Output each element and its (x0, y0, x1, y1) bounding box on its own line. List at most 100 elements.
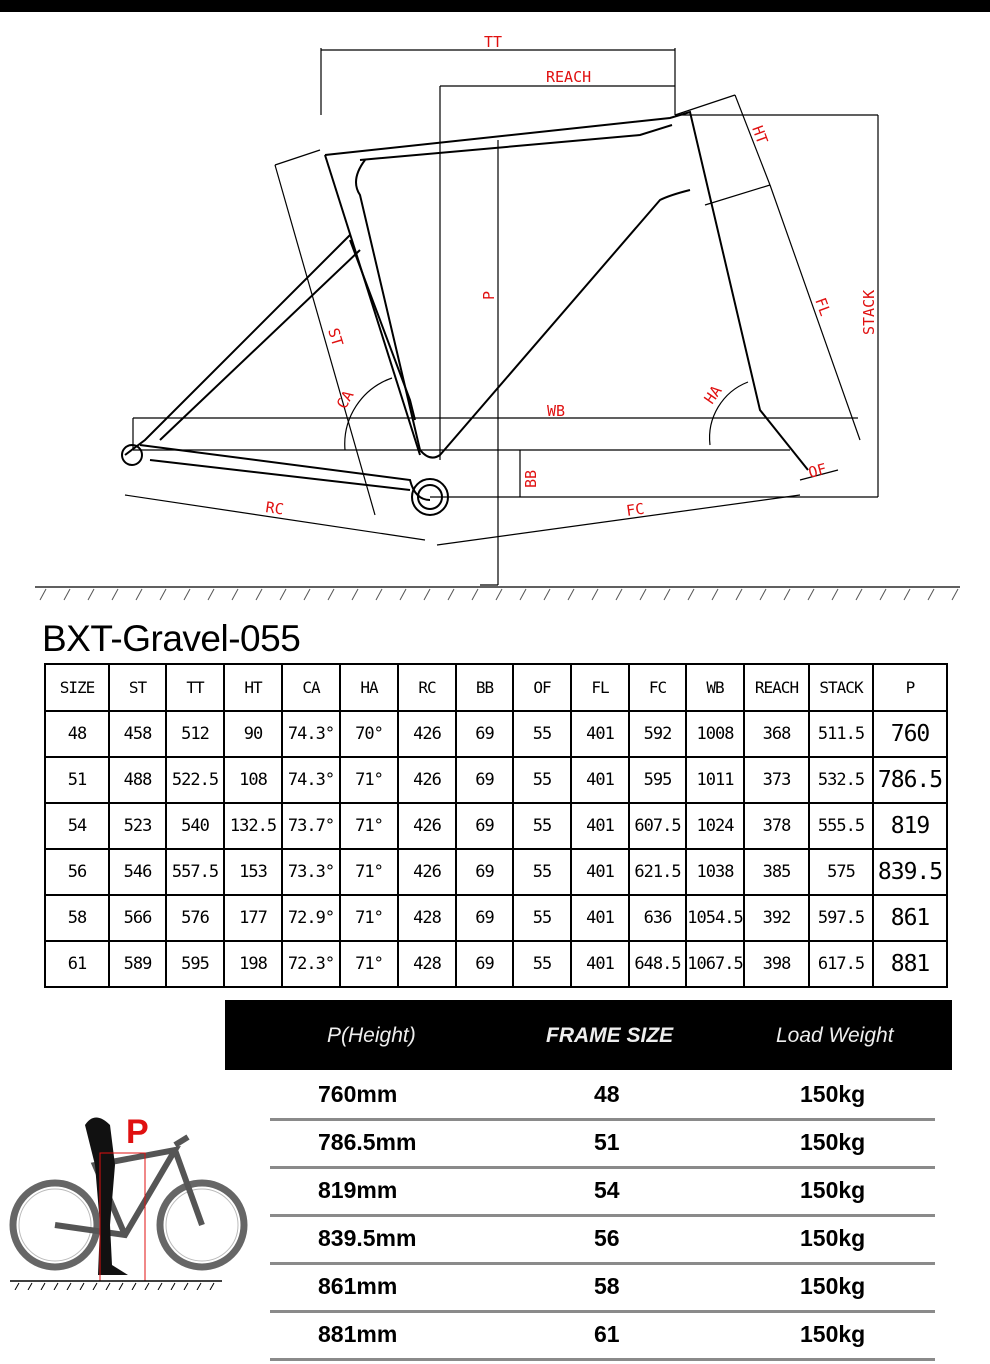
table-cell: 72.9° (281, 894, 341, 942)
table-cell: 69 (455, 802, 514, 850)
table-cell: 458 (108, 710, 167, 758)
ground-hatch (53, 1282, 59, 1290)
model-title: BXT-Gravel-055 (42, 618, 301, 659)
table-cell: 51 (44, 756, 110, 804)
cell-frame-size: 58 (594, 1273, 620, 1299)
ground-hatch (183, 588, 191, 601)
cell-height: 881mm (318, 1321, 398, 1347)
column-header: FL (570, 663, 630, 712)
column-header: P (872, 663, 948, 712)
table-cell: 532.5 (808, 756, 874, 804)
label-ca: CA (333, 387, 358, 412)
table-cell: 760 (872, 710, 948, 758)
ground-hatch (327, 588, 335, 601)
column-header: TT (165, 663, 225, 712)
label-fc: FC (625, 500, 645, 520)
cell-frame-size: 51 (594, 1129, 620, 1155)
ground-hatch (40, 1282, 46, 1290)
label-wb: WB (547, 402, 565, 420)
table-cell: 589 (108, 940, 167, 988)
table-cell: 488 (108, 756, 167, 804)
table-cell: 58 (44, 894, 110, 942)
ground-hatch (351, 588, 359, 601)
table-cell: 1024 (685, 802, 745, 850)
table-cell: 55 (512, 848, 572, 896)
table-cell: 881 (872, 940, 948, 988)
table-cell: 69 (455, 756, 514, 804)
table-cell: 566 (108, 894, 167, 942)
column-header: ST (108, 663, 167, 712)
table-cell: 73.7° (281, 802, 341, 850)
ground-hatch (399, 588, 407, 601)
label-of: OF (806, 460, 828, 482)
frame-geometry-diagram: TT REACH HT P STACK FL ST CA HA WB BB OF… (35, 33, 960, 601)
table-cell: 546 (108, 848, 167, 896)
ground-hatch (639, 588, 647, 601)
ground-hatch (855, 588, 863, 601)
ground-hatch (135, 588, 143, 601)
table-cell: 786.5 (872, 756, 948, 804)
cell-load-weight: 150kg (800, 1321, 866, 1347)
table-cell: 401 (570, 710, 630, 758)
table-cell: 153 (223, 848, 283, 896)
header-load-weight: Load Weight (776, 1024, 894, 1047)
ground-hatch (231, 588, 239, 601)
ground-hatch (567, 588, 575, 601)
ground-hatch (27, 1282, 33, 1290)
table-cell: 70° (339, 710, 399, 758)
ground-hatch (63, 588, 71, 601)
cell-height: 760mm (318, 1081, 398, 1107)
table-cell: 401 (570, 894, 630, 942)
ground-hatch (471, 588, 479, 601)
label-fl: FL (811, 295, 834, 318)
table-cell: 71° (339, 802, 399, 850)
cell-load-weight: 150kg (800, 1129, 866, 1155)
table-cell: 648.5 (628, 940, 687, 988)
ground-hatch (591, 588, 599, 601)
table-cell: 55 (512, 710, 572, 758)
ground-hatch (209, 1282, 215, 1290)
ground-hatch (131, 1282, 137, 1290)
table-cell: 401 (570, 756, 630, 804)
cell-frame-size: 54 (594, 1177, 620, 1203)
ground-hatch (159, 588, 167, 601)
ground-hatch (543, 588, 551, 601)
ground-hatch (831, 588, 839, 601)
table-cell: 177 (223, 894, 283, 942)
table-cell: 555.5 (808, 802, 874, 850)
ground-hatch (423, 588, 431, 601)
ground-hatch (144, 1282, 150, 1290)
ground-hatch (105, 1282, 111, 1290)
table-cell: 198 (223, 940, 283, 988)
table-cell: 607.5 (628, 802, 687, 850)
ground-hatch (87, 588, 95, 601)
ground-hatch (111, 588, 119, 601)
table-cell: 392 (743, 894, 810, 942)
cell-load-weight: 150kg (800, 1273, 866, 1299)
column-header: OF (512, 663, 572, 712)
column-header: BB (455, 663, 514, 712)
column-header: STACK (808, 663, 874, 712)
ground-hatch (375, 588, 383, 601)
column-header: SIZE (44, 663, 110, 712)
table-cell: 861 (872, 894, 948, 942)
ground-hatch (66, 1282, 72, 1290)
table-cell: 55 (512, 894, 572, 942)
column-header: HT (223, 663, 283, 712)
table-cell: 55 (512, 940, 572, 988)
table-cell: 401 (570, 848, 630, 896)
table-cell: 69 (455, 710, 514, 758)
cell-load-weight: 150kg (800, 1225, 866, 1251)
ground-hatch (170, 1282, 176, 1290)
rider-p-label: P (126, 1113, 149, 1151)
table-cell: 522.5 (165, 756, 225, 804)
